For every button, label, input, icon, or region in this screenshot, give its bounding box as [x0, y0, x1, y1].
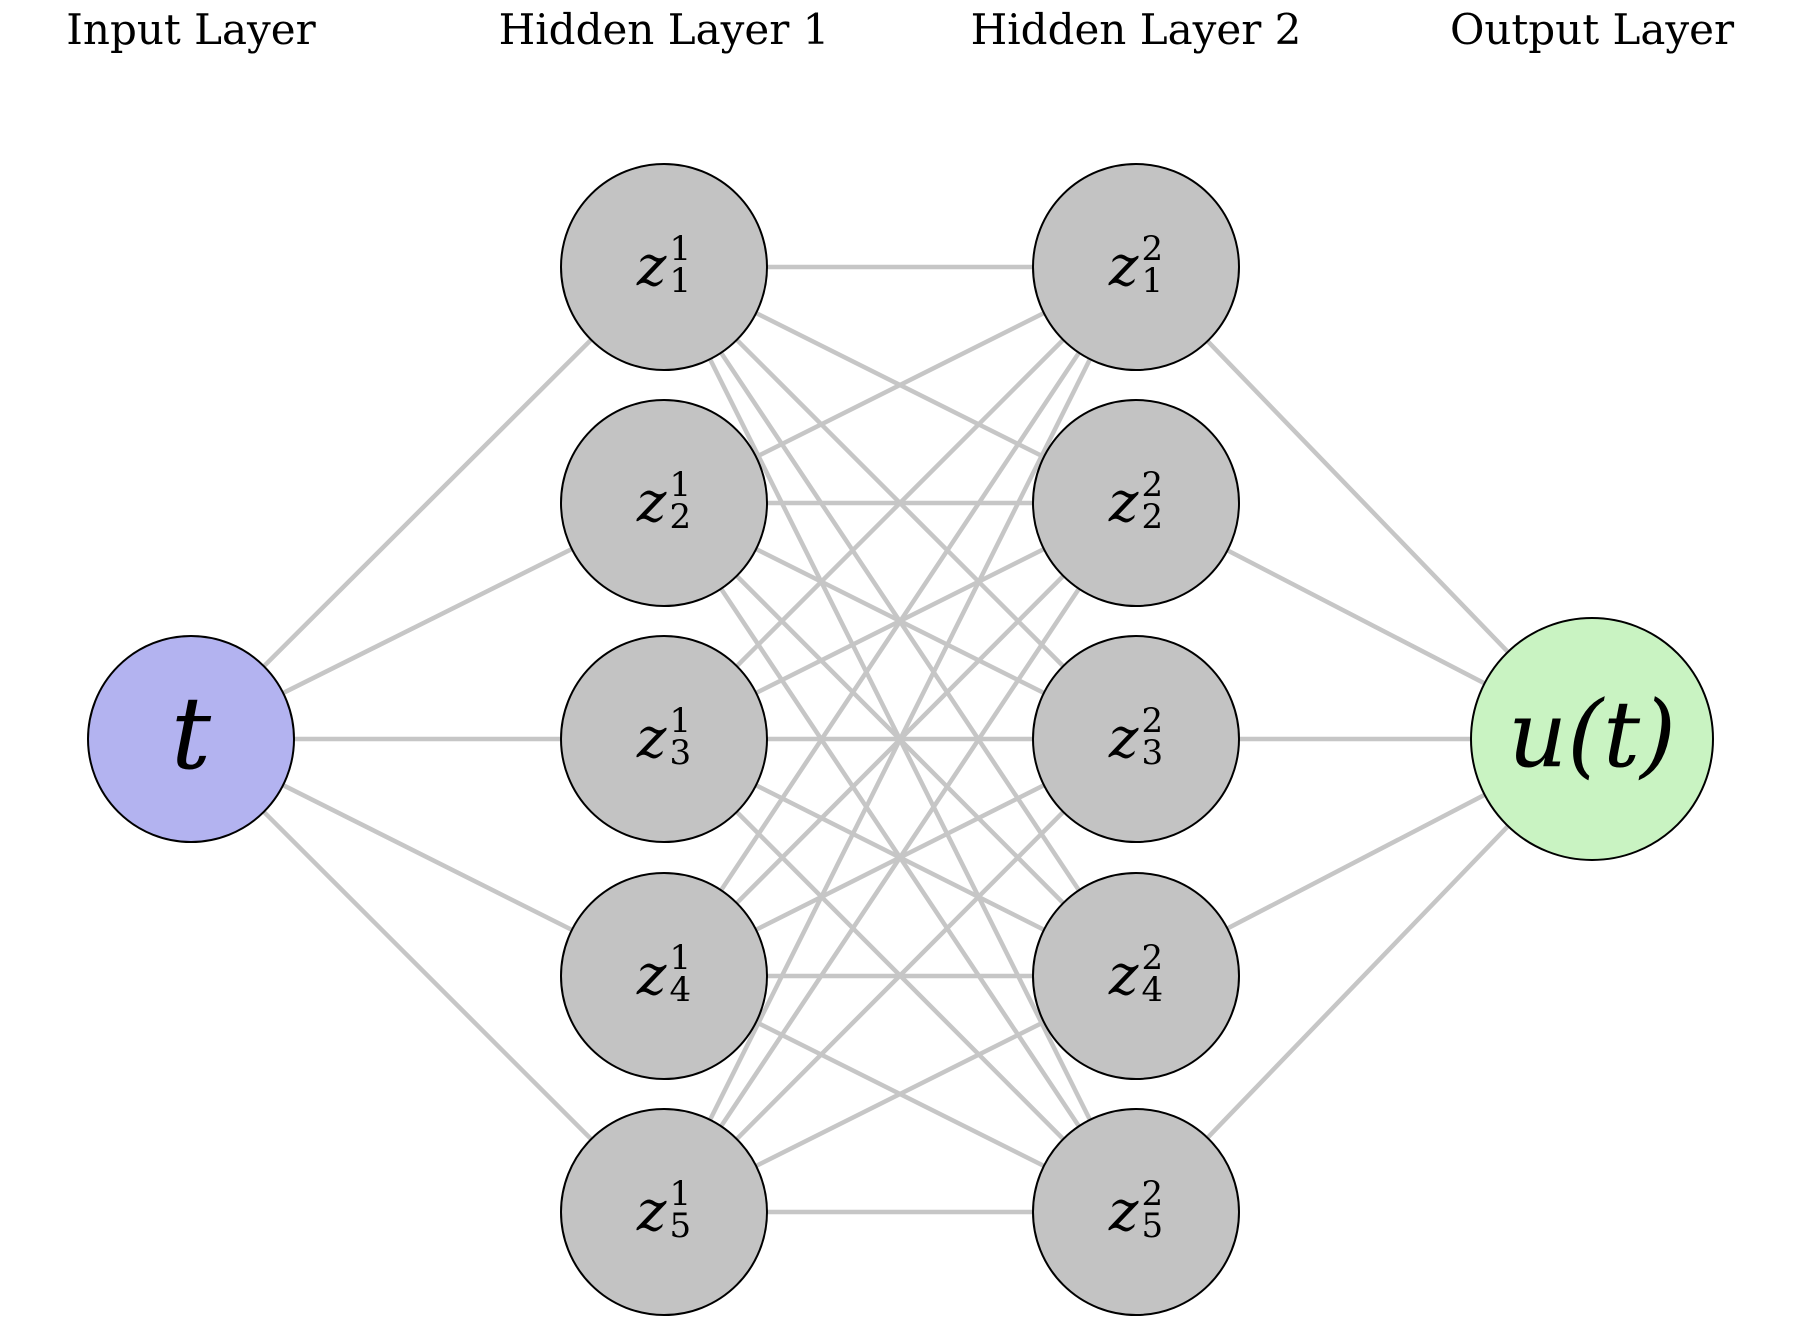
math-base: z [636, 233, 667, 299]
math-superscript: 2 [1141, 937, 1164, 978]
math-superscript: 2 [1141, 700, 1164, 741]
edge [661, 265, 1139, 1214]
edge [189, 265, 666, 741]
edge [662, 265, 1138, 741]
layer-title-input: Input Layer [66, 5, 316, 54]
math-subscript: 4 [669, 970, 692, 1010]
layer-title-hidden-2: Hidden Layer 2 [970, 5, 1302, 54]
math-subscript: 3 [1141, 733, 1164, 773]
math-base: z [636, 705, 667, 771]
math-superscript: 1 [669, 464, 692, 505]
math-base: z [636, 469, 667, 535]
math-base: z [1108, 1178, 1139, 1244]
math-subscript: 1 [1141, 261, 1164, 301]
math-superscript: 1 [669, 700, 692, 741]
math-superscript: 1 [669, 1173, 692, 1214]
math-superscript: 1 [669, 937, 692, 978]
math-base: z [1108, 705, 1139, 771]
math-subscript: 2 [669, 497, 692, 537]
math-base: z [1108, 233, 1139, 299]
layer-title-output: Output Layer [1449, 5, 1735, 54]
edge [662, 265, 1138, 978]
math-base: z [1108, 942, 1139, 1008]
node-label: u(t) [1507, 681, 1676, 788]
math-base: z [636, 942, 667, 1008]
layer-title-hidden-1: Hidden Layer 1 [498, 5, 830, 54]
node-input-1: t [87, 635, 295, 843]
edge [189, 737, 666, 1214]
math-subscript: 5 [1141, 1206, 1164, 1246]
edge [662, 737, 1138, 1214]
connection-edges [189, 264, 1594, 1215]
math-superscript: 2 [1141, 1173, 1164, 1214]
math-subscript: 4 [1141, 970, 1164, 1010]
math-base: z [636, 1178, 667, 1244]
math-subscript: 2 [1141, 497, 1164, 537]
math-subscript: 1 [669, 261, 692, 301]
node-label: t [170, 675, 212, 792]
math-superscript: 2 [1141, 464, 1164, 505]
math-subscript: 3 [669, 733, 692, 773]
math-base: z [1108, 469, 1139, 535]
math-superscript: 2 [1141, 228, 1164, 269]
math-subscript: 5 [669, 1206, 692, 1246]
edge [662, 501, 1138, 1214]
math-superscript: 1 [669, 228, 692, 269]
node-output-1: u(t) [1470, 617, 1714, 861]
